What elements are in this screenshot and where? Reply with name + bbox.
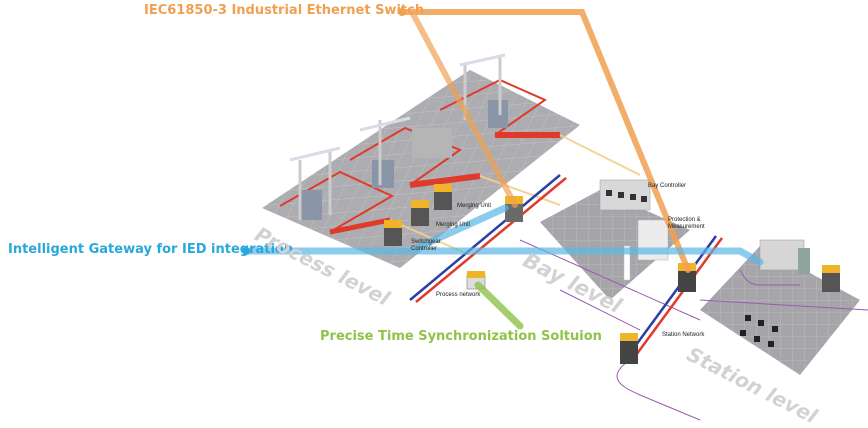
primary-equipment — [289, 53, 508, 220]
device-merging-unit-2 — [411, 200, 429, 226]
gateway-callout: Intelligent Gateway for IED integration — [8, 242, 294, 257]
device-station-switch — [620, 333, 638, 364]
station-network-label: Station Network — [662, 332, 705, 338]
device-switchgear-controller — [384, 220, 402, 246]
bay-controller-label: Bay Controller — [648, 183, 687, 189]
gateway-callout-line — [242, 204, 764, 266]
protection-label-line1: Protection & — [668, 217, 701, 223]
switch-callout: IEC61850-3 Industrial Ethernet Switch — [144, 3, 425, 18]
switchgear-label-line1: Switchgear — [411, 239, 441, 245]
device-station-gateway — [822, 265, 840, 292]
switch-callout-dot — [398, 8, 406, 16]
process-network-label: Process network — [436, 292, 481, 298]
station-level-floor — [700, 246, 860, 375]
station-network-bus — [623, 235, 724, 363]
device-merging-unit-1 — [434, 184, 452, 210]
gateway-callout-dot — [242, 247, 250, 255]
switch-callout-line — [399, 9, 691, 273]
station-equipment — [740, 239, 810, 347]
merging-unit-label-1: Merging Unit — [457, 203, 492, 209]
bay-level-floor — [540, 190, 690, 300]
switchgear-label-line2: Controller — [411, 246, 438, 252]
merging-unit-label-2: Merging Unit — [436, 222, 471, 228]
time-sync-callout: Precise Time Synchronization Soltuion — [320, 329, 602, 344]
time-callout-line — [474, 281, 524, 330]
process-network-bus — [409, 174, 567, 303]
protection-label-line2: Measurement — [668, 224, 705, 230]
